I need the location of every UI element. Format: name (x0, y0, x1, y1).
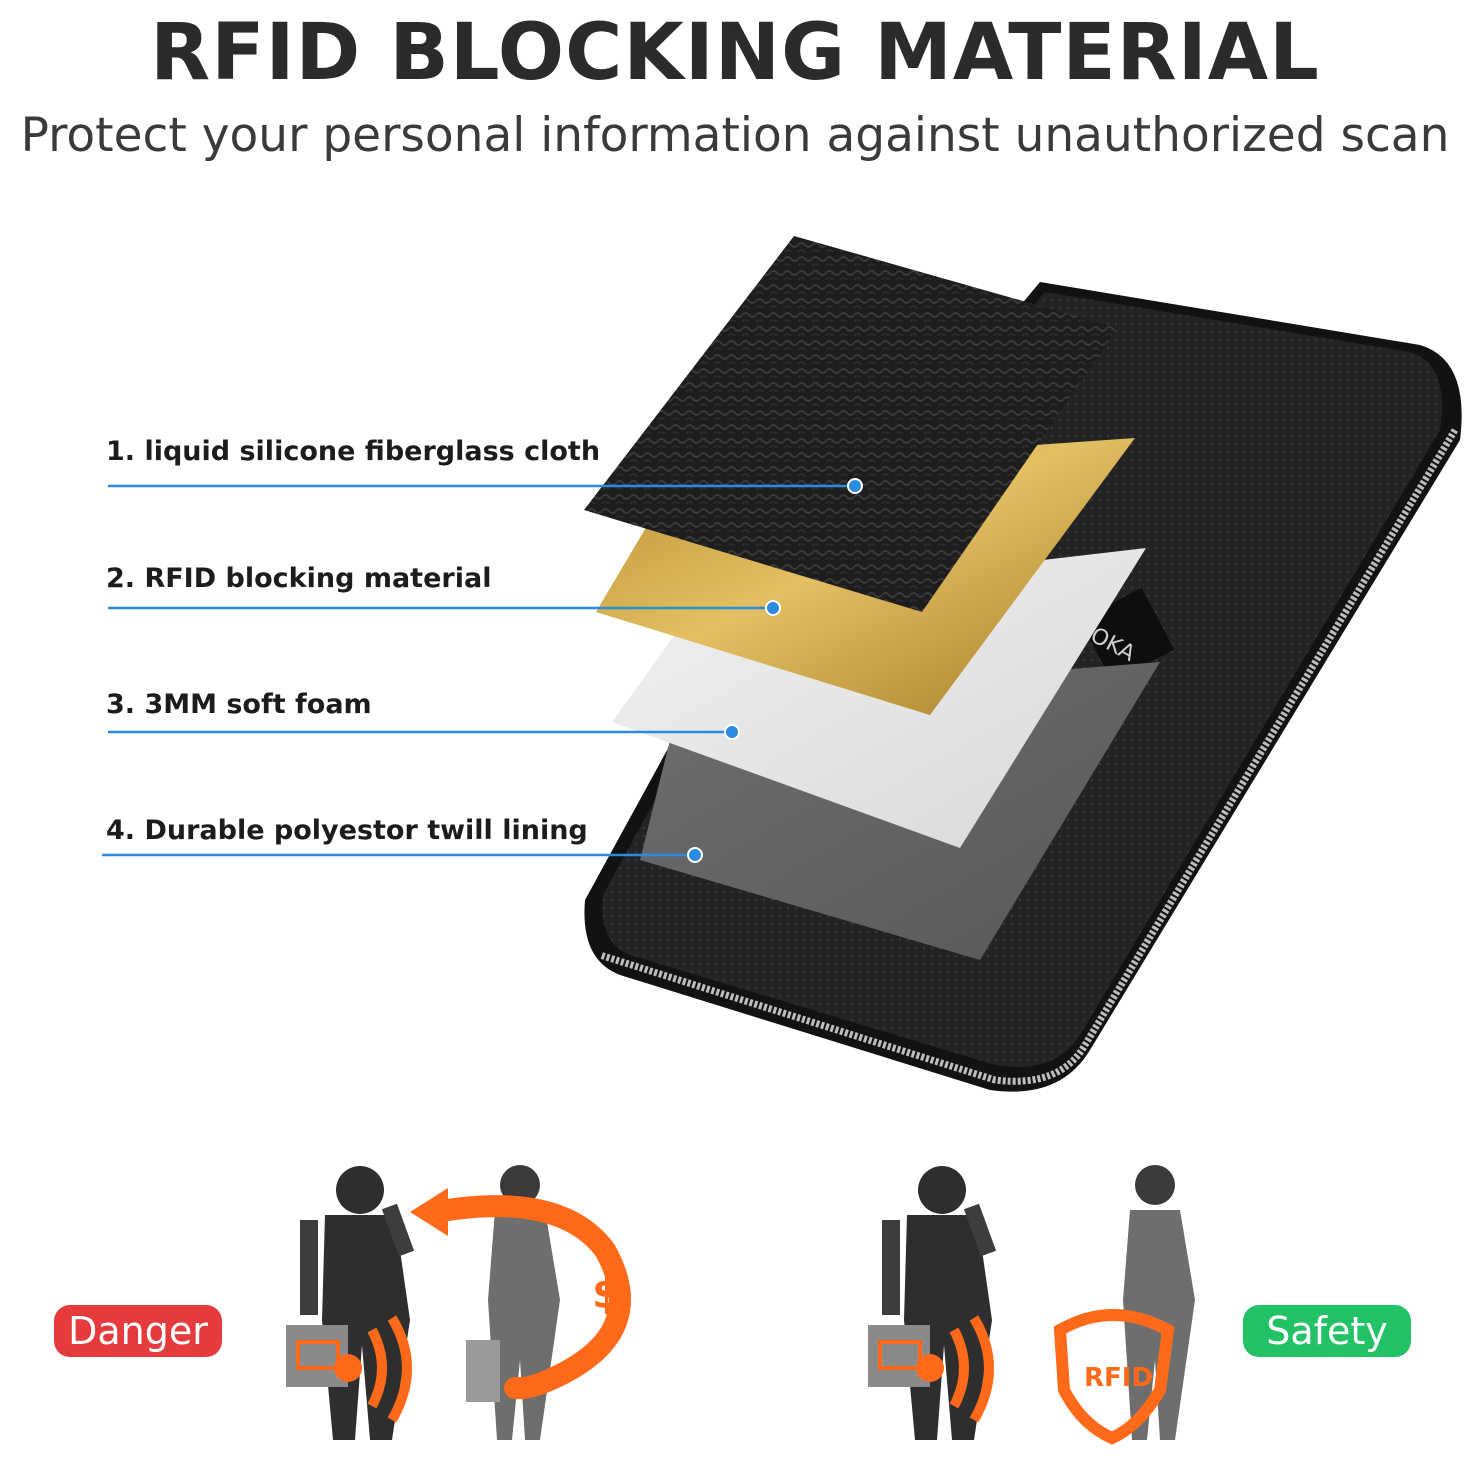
theft-arrow (424, 1195, 631, 1400)
danger-scene: $ (286, 1165, 631, 1440)
callout-dot-2 (765, 600, 781, 616)
page-title: RFID BLOCKING MATERIAL (150, 8, 1320, 98)
signal-wave-safe-1 (949, 1327, 969, 1409)
card-icon (296, 1340, 340, 1370)
zipper (598, 428, 1458, 1085)
layer-label-4: 4. Durable polyestor twill lining (106, 815, 588, 846)
theft-arrow-head (410, 1188, 448, 1236)
signal-wave-1 (367, 1327, 387, 1409)
page-subtitle: Protect your personal information agains… (20, 108, 1450, 163)
signal-wave-2 (387, 1315, 412, 1423)
shield-icon (1053, 1309, 1175, 1445)
dollar-sign: $ (592, 1269, 621, 1318)
businessman-figure (286, 1166, 415, 1440)
signal-source-safe (916, 1354, 944, 1382)
callouts (102, 478, 863, 863)
layer-label-1: 1. liquid silicone fiberglass cloth (106, 436, 601, 467)
signal-source (334, 1354, 362, 1382)
layer-label-3: 3. 3MM soft foam (106, 689, 372, 720)
layer-label-2: 2. RFID blocking material (106, 563, 492, 594)
safety-badge: Safety (1243, 1305, 1411, 1357)
shopping-bag (466, 1340, 500, 1402)
fiberglass-cloth-layer (584, 236, 1118, 612)
danger-badge: Danger (54, 1305, 222, 1357)
signal-wave-safe-2 (969, 1315, 994, 1423)
safety-scene: RFID (868, 1165, 1195, 1445)
shield-text: RFID (1084, 1363, 1153, 1393)
callout-dot-4 (687, 847, 703, 863)
callout-dot-1 (847, 478, 863, 494)
callout-dot-3 (724, 724, 740, 740)
card-icon-safe (878, 1340, 922, 1370)
businessman-figure-safe (868, 1166, 997, 1440)
